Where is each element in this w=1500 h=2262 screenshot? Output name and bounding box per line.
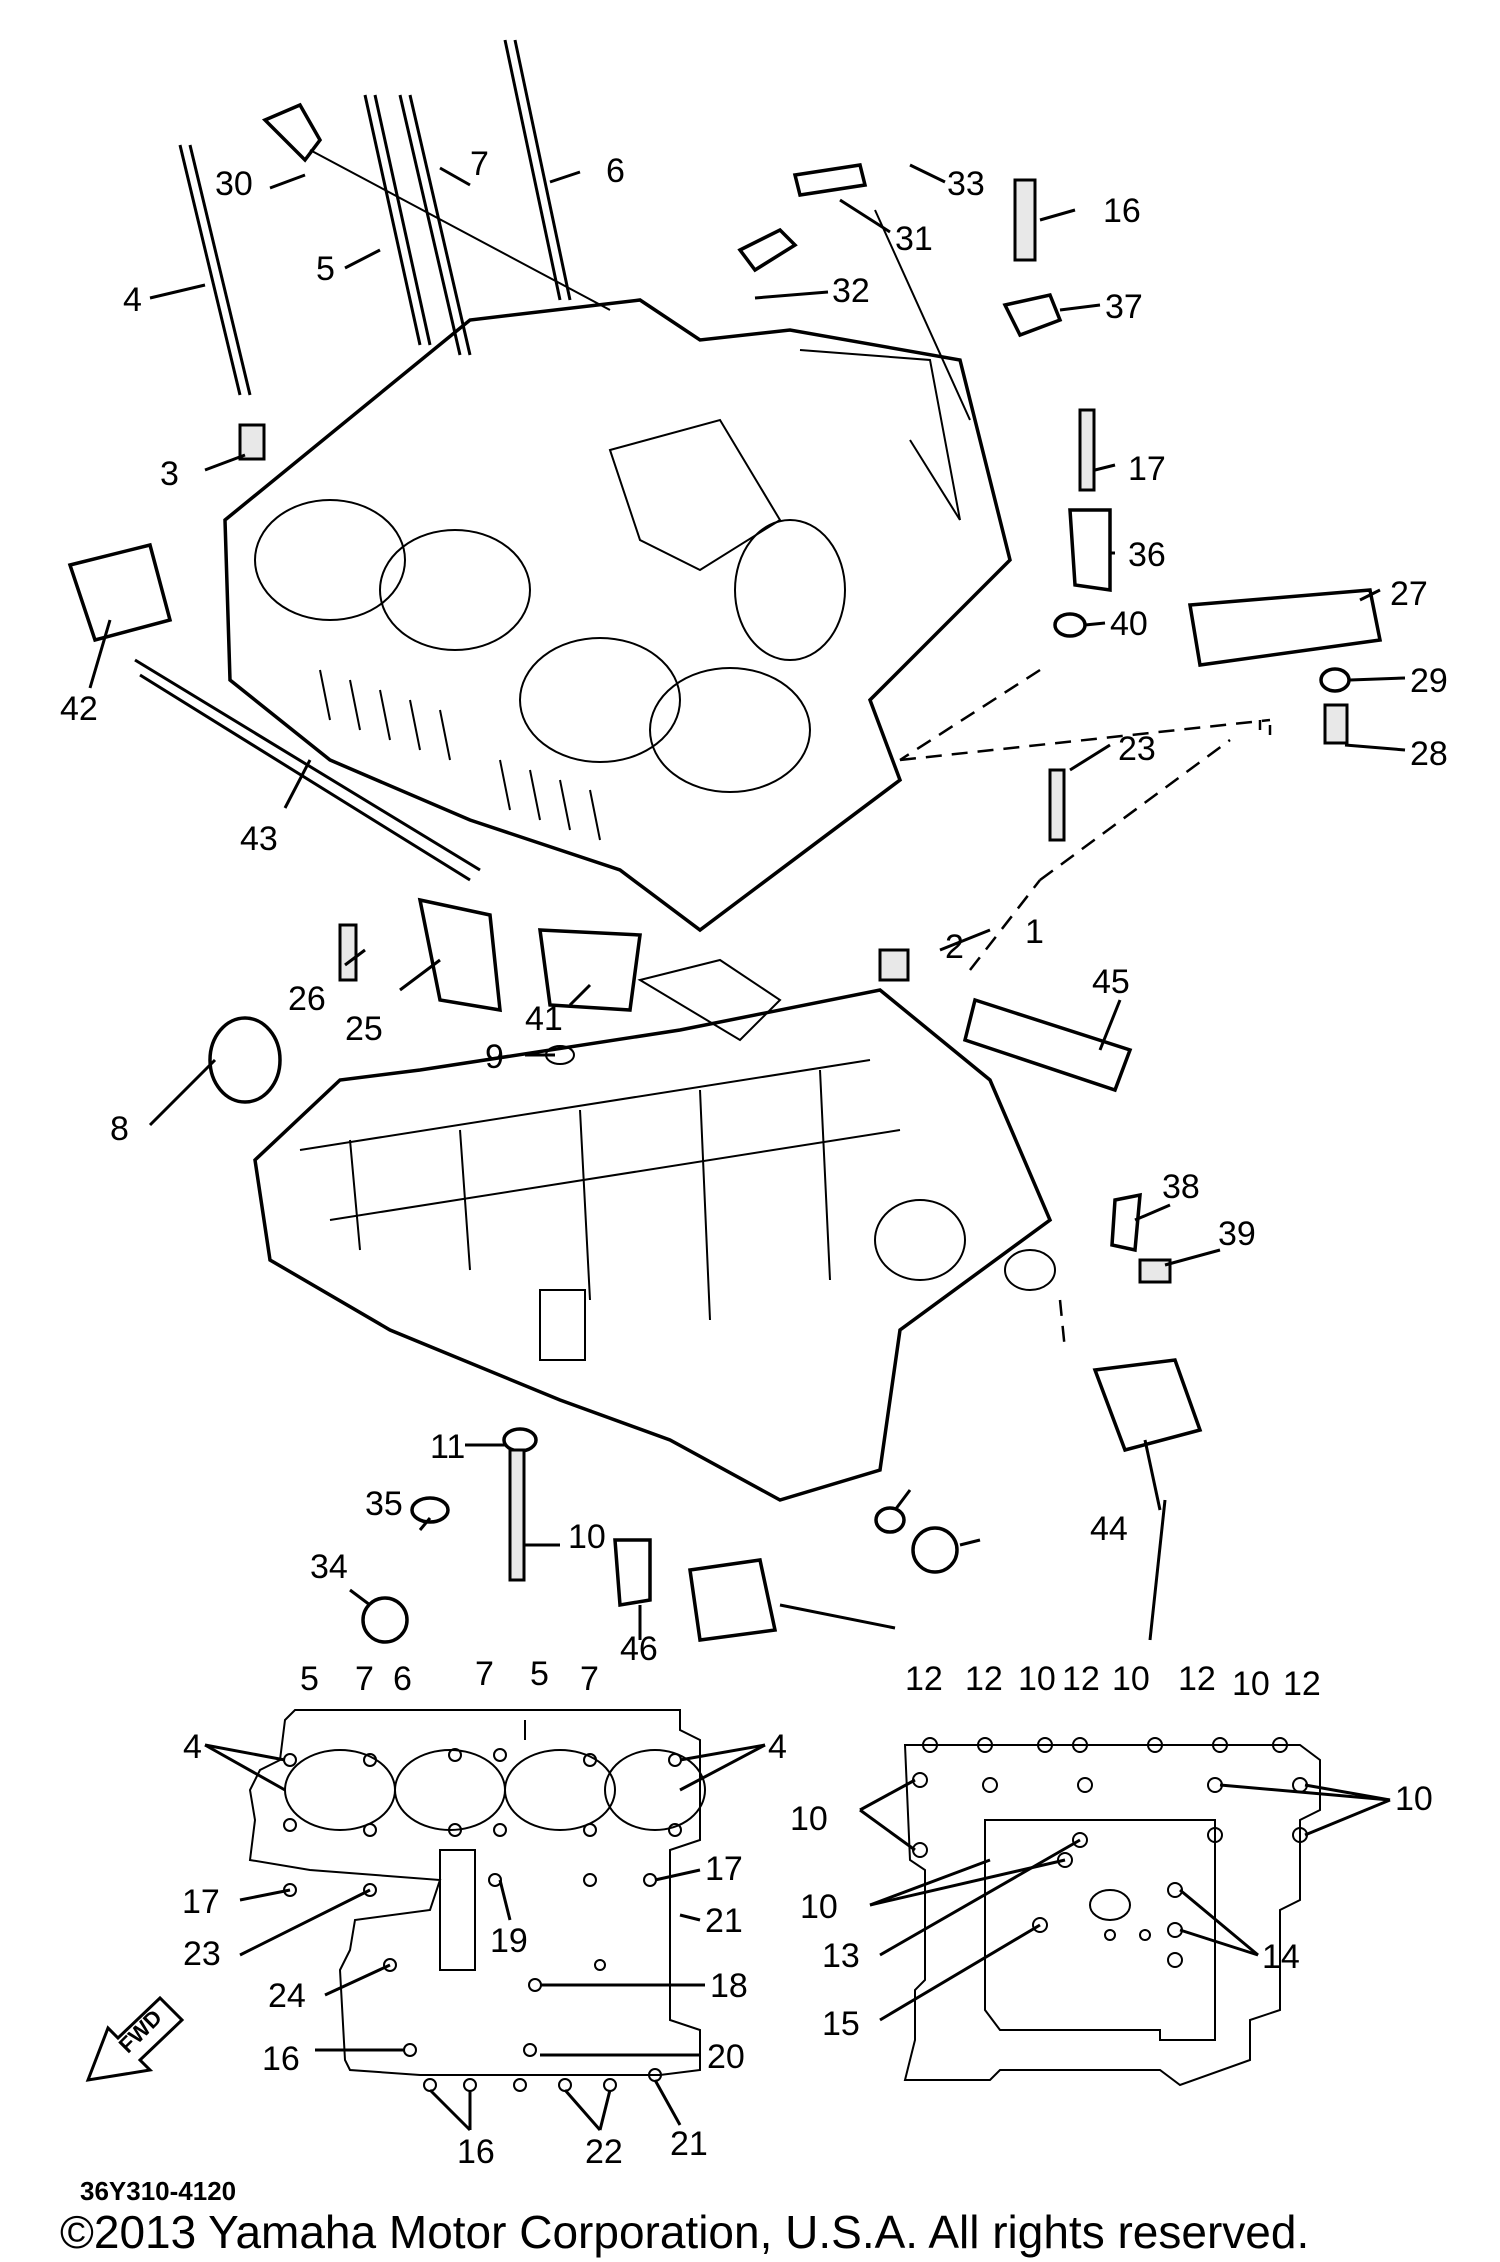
label-23: 23 xyxy=(183,1935,221,1973)
label-40: 40 xyxy=(1110,605,1148,643)
label-34: 34 xyxy=(310,1548,348,1586)
label-33: 33 xyxy=(947,165,985,203)
label-18: 18 xyxy=(710,1967,748,2005)
label-4: 4 xyxy=(768,1728,787,1766)
label-22: 22 xyxy=(585,2133,623,2171)
label-10: 10 xyxy=(1232,1665,1270,1703)
label-39: 39 xyxy=(1218,1215,1256,1253)
lower-right-outline xyxy=(903,1737,1321,2087)
leader-lines xyxy=(88,149,1406,1641)
label-45: 45 xyxy=(1092,963,1130,1001)
label-8: 8 xyxy=(110,1110,129,1148)
lower-left-outline xyxy=(248,1709,706,2092)
label-42: 42 xyxy=(60,690,98,728)
part-code: 36Y310-4120 xyxy=(80,2176,236,2206)
label-24: 24 xyxy=(268,1977,306,2015)
label-36: 36 xyxy=(1128,536,1166,574)
label-21: 21 xyxy=(705,1902,743,1940)
label-21: 21 xyxy=(670,2125,708,2163)
label-32: 32 xyxy=(832,272,870,310)
label-28: 28 xyxy=(1410,735,1448,773)
label-4: 4 xyxy=(183,1728,202,1766)
label-2: 2 xyxy=(945,928,964,966)
label-25: 25 xyxy=(345,1010,383,1048)
label-17: 17 xyxy=(705,1850,743,1888)
label-7: 7 xyxy=(355,1660,374,1698)
label-12: 12 xyxy=(1062,1660,1100,1698)
label-15: 15 xyxy=(822,2005,860,2043)
label-16: 16 xyxy=(457,2133,495,2171)
label-5: 5 xyxy=(300,1660,319,1698)
label-16: 16 xyxy=(262,2040,300,2078)
label-9: 9 xyxy=(485,1038,504,1076)
label-5: 5 xyxy=(316,250,335,288)
label-10: 10 xyxy=(1112,1660,1150,1698)
label-12: 12 xyxy=(1283,1665,1321,1703)
label-6: 6 xyxy=(606,152,625,190)
label-30: 30 xyxy=(215,165,253,203)
fwd-label: FWD xyxy=(114,2005,167,2058)
label-10: 10 xyxy=(1395,1780,1433,1818)
label-17: 17 xyxy=(182,1883,220,1921)
label-16: 16 xyxy=(1103,192,1141,230)
label-4: 4 xyxy=(123,281,142,319)
label-7: 7 xyxy=(580,1660,599,1698)
label-37: 37 xyxy=(1105,288,1143,326)
label-6: 6 xyxy=(393,1660,412,1698)
upper-crankcase xyxy=(223,298,1012,933)
label-10: 10 xyxy=(790,1800,828,1838)
label-23: 23 xyxy=(1118,730,1156,768)
label-41: 41 xyxy=(525,1000,563,1038)
label-17: 17 xyxy=(1128,450,1166,488)
part-labels: 4 30 7 5 6 33 31 16 32 37 3 17 36 42 40 … xyxy=(60,145,1448,2171)
label-12: 12 xyxy=(965,1660,1003,1698)
label-38: 38 xyxy=(1162,1168,1200,1206)
label-19: 19 xyxy=(490,1922,528,1960)
label-35: 35 xyxy=(365,1485,403,1523)
label-27: 27 xyxy=(1390,575,1428,613)
fwd-arrow: FWD xyxy=(85,1995,185,2082)
label-26: 26 xyxy=(288,980,326,1018)
label-20: 20 xyxy=(707,2038,745,2076)
label-29: 29 xyxy=(1410,662,1448,700)
lower-crankcase xyxy=(253,958,1056,1502)
label-3: 3 xyxy=(160,455,179,493)
label-31: 31 xyxy=(895,220,933,258)
label-1: 1 xyxy=(1025,913,1044,951)
label-46: 46 xyxy=(620,1630,658,1668)
label-10: 10 xyxy=(568,1518,606,1556)
studs xyxy=(178,39,572,396)
label-5: 5 xyxy=(530,1655,549,1693)
label-7: 7 xyxy=(470,145,489,183)
label-44: 44 xyxy=(1090,1510,1128,1548)
label-43: 43 xyxy=(240,820,278,858)
small-parts xyxy=(67,102,1383,1644)
label-7: 7 xyxy=(475,1655,494,1693)
label-12: 12 xyxy=(1178,1660,1216,1698)
label-14: 14 xyxy=(1262,1938,1300,1976)
label-10: 10 xyxy=(1018,1660,1056,1698)
label-12: 12 xyxy=(905,1660,943,1698)
label-11: 11 xyxy=(430,1428,465,1466)
copyright: ©2013 Yamaha Motor Corporation, U.S.A. A… xyxy=(60,2206,1309,2258)
detail-leaders xyxy=(204,1743,1391,2132)
label-10: 10 xyxy=(800,1888,838,1926)
label-13: 13 xyxy=(822,1937,860,1975)
